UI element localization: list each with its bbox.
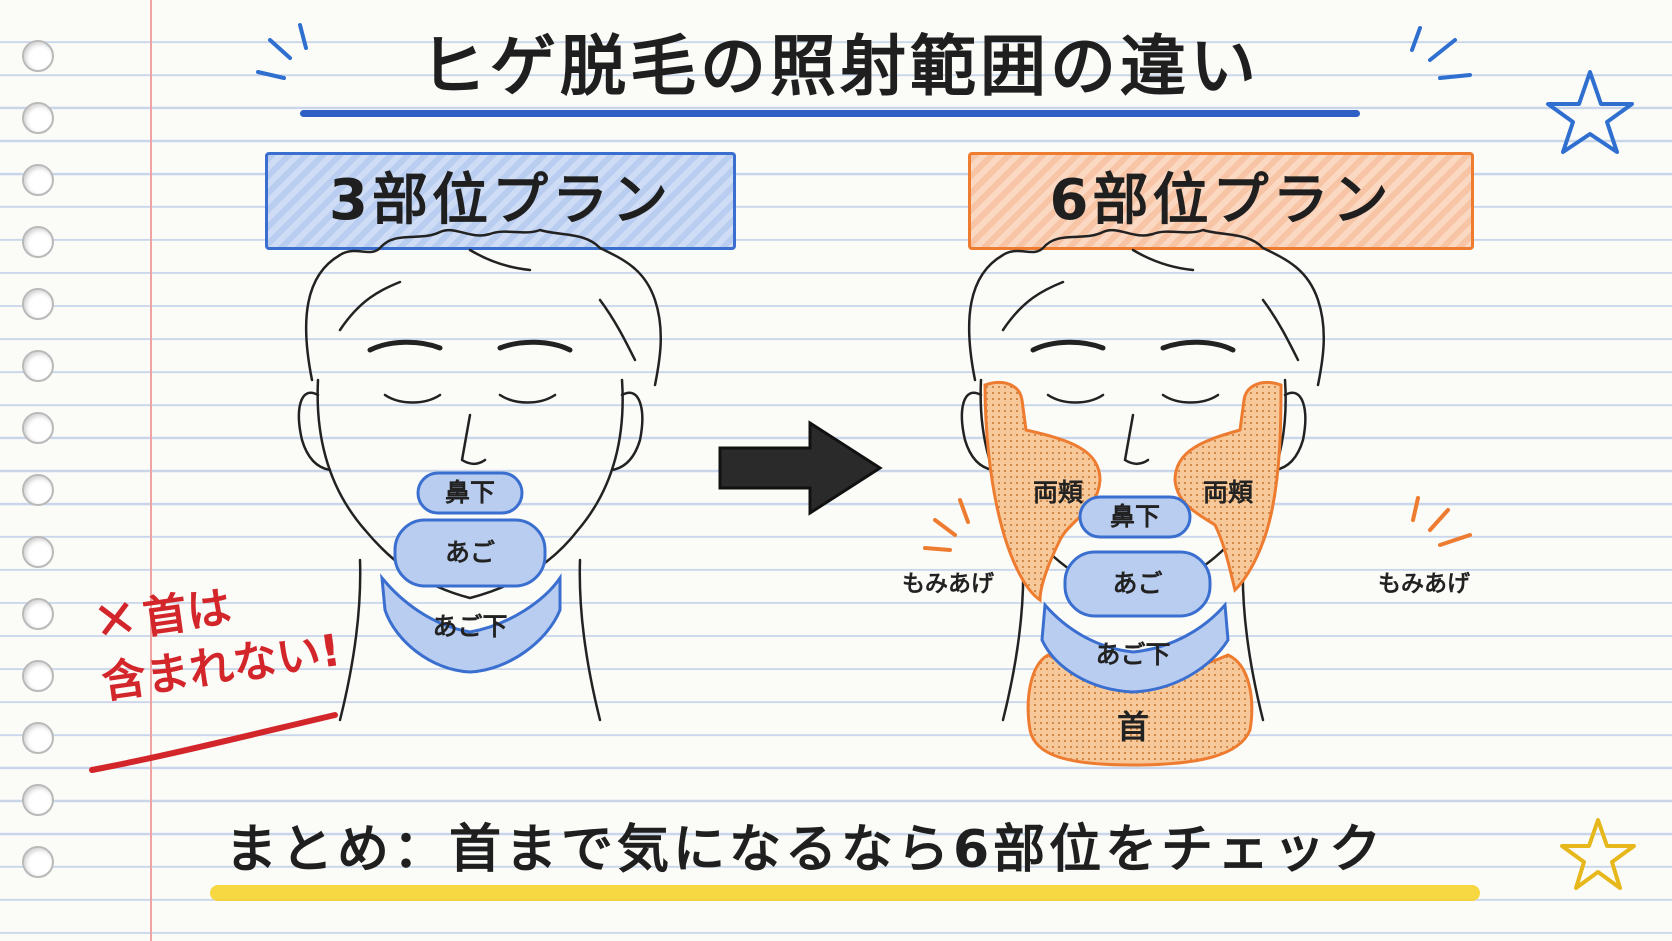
- right-label-neck: 首: [1116, 708, 1149, 746]
- right-label-sideburn-left: もみあげ: [902, 571, 994, 597]
- right-label-nose-under: 鼻下: [1109, 502, 1160, 531]
- star-icon-yellow: [1560, 818, 1636, 890]
- left-zones: [380, 471, 562, 674]
- page-title: ヒゲ脱毛の照射範囲の違い: [420, 28, 1260, 105]
- right-label-chin: あご: [1112, 569, 1163, 598]
- left-hair: [304, 228, 663, 387]
- right-zones-blue: [1040, 601, 1230, 694]
- binder-hole: [22, 226, 54, 258]
- title-underline: [300, 110, 1360, 117]
- right-zones-center: [1063, 495, 1212, 618]
- note-line-1: 首は: [139, 581, 235, 645]
- binder-hole: [22, 846, 54, 878]
- right-brow-right: [1160, 339, 1236, 353]
- right-zone-sideburn-cheek-left: [983, 380, 1102, 603]
- left-eye-left: [383, 393, 442, 404]
- left-neck: [338, 558, 602, 722]
- right-label-sideburn-right: もみあげ: [1378, 571, 1470, 597]
- binder-hole: [22, 288, 54, 320]
- right-label-cheek-left: 両頬: [1032, 478, 1083, 507]
- left-ear-right: [610, 391, 644, 472]
- left-nose: [460, 413, 487, 465]
- right-ear-left: [960, 391, 995, 472]
- left-label-chin: あご: [444, 538, 495, 567]
- binder-hole: [22, 598, 54, 630]
- binder-hole: [22, 660, 54, 692]
- binder-hole: [22, 412, 54, 444]
- left-eye-right: [498, 393, 557, 404]
- right-hair-strands: [1001, 248, 1300, 362]
- sideburn-sparkle-right: [1411, 496, 1472, 547]
- binder-hole: [22, 102, 54, 134]
- right-brow-left: [1030, 339, 1106, 353]
- left-zone-nose-under: [416, 471, 524, 515]
- right-label-under-chin: あご下: [1095, 640, 1171, 669]
- left-label-nose-under: 鼻下: [444, 478, 495, 507]
- left-hair-strands: [338, 248, 637, 362]
- binder-hole: [22, 164, 54, 196]
- right-zone-under-chin: [1040, 601, 1230, 694]
- right-zone-chin: [1063, 550, 1212, 618]
- star-icon-blue: [1546, 70, 1634, 154]
- left-zone-under-chin: [380, 573, 562, 674]
- right-eye-right: [1161, 393, 1220, 404]
- left-label-under-chin: あご下: [432, 612, 508, 641]
- right-nose: [1123, 413, 1150, 465]
- title-sparkle-left: [256, 23, 308, 80]
- binder-hole: [22, 536, 54, 568]
- left-ear-left: [297, 391, 332, 472]
- right-face-features: [1030, 339, 1236, 465]
- right-zone-sideburn-cheek-right: [1173, 380, 1283, 593]
- binder-hole: [22, 40, 54, 72]
- binder-hole: [22, 350, 54, 382]
- sideburn-sparkle-left: [923, 498, 970, 552]
- margin-line: [150, 0, 152, 941]
- note-underline: [89, 712, 338, 773]
- right-arrow-icon: [718, 420, 883, 516]
- binder-hole: [22, 474, 54, 506]
- left-brow-right: [497, 339, 573, 353]
- right-zones: [983, 380, 1283, 767]
- binder-hole: [22, 722, 54, 754]
- right-label-cheek-right: 両頬: [1202, 478, 1253, 507]
- cross-icon: ✕: [89, 587, 142, 654]
- left-face-outline: [316, 378, 624, 600]
- title-sparkle-right: [1410, 26, 1472, 80]
- right-zone-nose-under: [1078, 495, 1192, 539]
- left-face: [297, 228, 663, 722]
- left-zone-chin: [393, 518, 547, 588]
- right-eye-left: [1046, 393, 1105, 404]
- binder-hole: [22, 784, 54, 816]
- plan-3-banner: 3部位プラン: [265, 152, 736, 250]
- summary-text: まとめ：首まで気になるなら6部位をチェック: [225, 820, 1386, 880]
- right-ear-right: [1273, 391, 1307, 472]
- summary-highlight: [210, 885, 1480, 901]
- right-hair: [967, 228, 1326, 387]
- binder-holes: [22, 40, 62, 920]
- left-brow-left: [367, 339, 443, 353]
